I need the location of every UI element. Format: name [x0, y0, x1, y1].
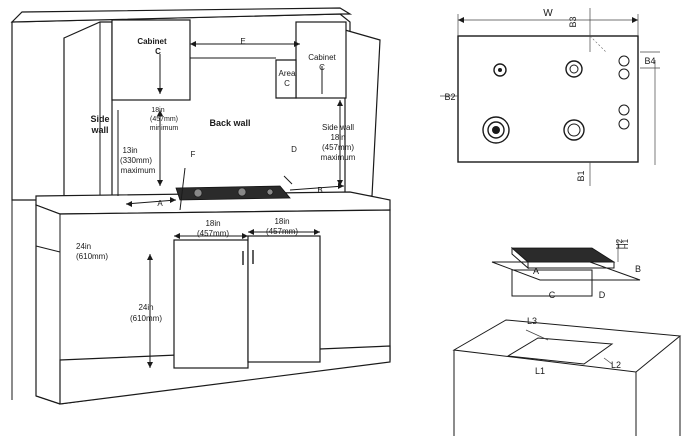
- dim-b-line: [289, 185, 345, 191]
- iso-view: H2 H1 A B C D: [491, 238, 641, 300]
- cutout-view: L3 L2 L1: [452, 316, 682, 436]
- iso-c-label: C: [549, 290, 556, 300]
- cooktop-top-outline: [457, 35, 639, 163]
- iso-h2-label: H2: [615, 238, 624, 249]
- side-wall-right-label: Side wall: [322, 123, 354, 132]
- knob-3: [618, 104, 630, 116]
- top-b2-label: B2: [444, 92, 455, 102]
- wall-top-edge: [10, 7, 353, 23]
- dim-d-line: [283, 175, 293, 185]
- area-box: [275, 59, 297, 99]
- dim-e-label: E: [240, 37, 245, 46]
- dim-d-label: D: [291, 145, 297, 154]
- door-right-dim-2: (457mm): [266, 227, 298, 236]
- cabinet-left-label: Cabinet: [137, 37, 167, 46]
- side-wall-right-dim3: maximum: [321, 153, 356, 162]
- iso-h1-label: H1: [621, 238, 630, 249]
- height-dim-1: 24in: [138, 303, 153, 312]
- top-b3-label: B3: [568, 16, 578, 27]
- knob-1: [618, 55, 630, 67]
- right-side-wall: [344, 29, 381, 197]
- side-wall-label: Side: [90, 114, 109, 124]
- side-wall-right-dim2: (457mm): [322, 143, 354, 152]
- cabinet-left-letter: C: [155, 47, 161, 56]
- dim-a-label: A: [157, 199, 163, 208]
- left-dim-2: (330mm): [120, 156, 152, 165]
- top-view: W B3 B4 B2 B1: [440, 8, 660, 186]
- top-b1-label: B1: [576, 170, 586, 181]
- door-left-dim-1: 18in: [205, 219, 220, 228]
- area-letter: C: [284, 79, 290, 88]
- right-cabinet: [295, 21, 347, 99]
- overlap-dim-1: 18in: [151, 107, 164, 114]
- door-left-dim-2: (457mm): [197, 229, 229, 238]
- cabinet-door-right: [247, 235, 321, 363]
- iso-outline: [491, 261, 641, 281]
- overlap-dim-3: minimum: [150, 125, 179, 132]
- left-cabinet: [111, 19, 191, 101]
- cutout-counter-top: [452, 319, 682, 373]
- iso-cutout-box: [511, 269, 593, 297]
- area-label: Area: [279, 69, 296, 78]
- cabinet-right-letter: C: [319, 63, 325, 72]
- side-wall-label-2: wall: [90, 125, 108, 135]
- dim-f-label: F: [191, 150, 196, 159]
- cooktop: [175, 185, 291, 201]
- knob-2: [618, 68, 630, 80]
- left-dim-3: maximum: [121, 166, 156, 175]
- cutout-hole: [506, 337, 614, 365]
- burner-small: [493, 63, 507, 77]
- cutout-l2-label: L2: [611, 360, 621, 370]
- height-dim-2: (610mm): [130, 314, 162, 323]
- cabinet-right-label: Cabinet: [308, 53, 336, 62]
- cutout-l1-label: L1: [535, 366, 545, 376]
- dim-b-label: B: [317, 186, 322, 195]
- cabinet-door-left: [173, 239, 249, 369]
- top-w-label: W: [543, 8, 553, 19]
- back-wall-label: Back wall: [209, 118, 250, 128]
- left-depth-1: 24in: [76, 242, 91, 251]
- left-depth-2: (610mm): [76, 252, 108, 261]
- cutout-l3-label: L3: [527, 316, 537, 326]
- dim-a-line: [125, 199, 177, 205]
- iso-d-label: D: [599, 290, 606, 300]
- burner-medium-top: [565, 60, 583, 78]
- side-wall-right-dim1: 18in: [330, 133, 345, 142]
- iso-cooktop: [510, 247, 616, 263]
- knob-4: [618, 118, 630, 130]
- overlap-dim-2: (457mm): [150, 116, 178, 123]
- iso-a-label: A: [533, 266, 539, 276]
- top-b4-label: B4: [644, 56, 655, 66]
- left-dim-1: 13in: [122, 146, 137, 155]
- burner-medium-bottom: [563, 119, 585, 141]
- installation-diagram: Cabinet C Cabinet C Area C E Side wall B…: [10, 7, 391, 405]
- burner-wok: [482, 116, 510, 144]
- door-right-dim-1: 18in: [274, 217, 289, 226]
- dim-f-line: [179, 167, 186, 211]
- iso-b-label: B: [635, 264, 641, 274]
